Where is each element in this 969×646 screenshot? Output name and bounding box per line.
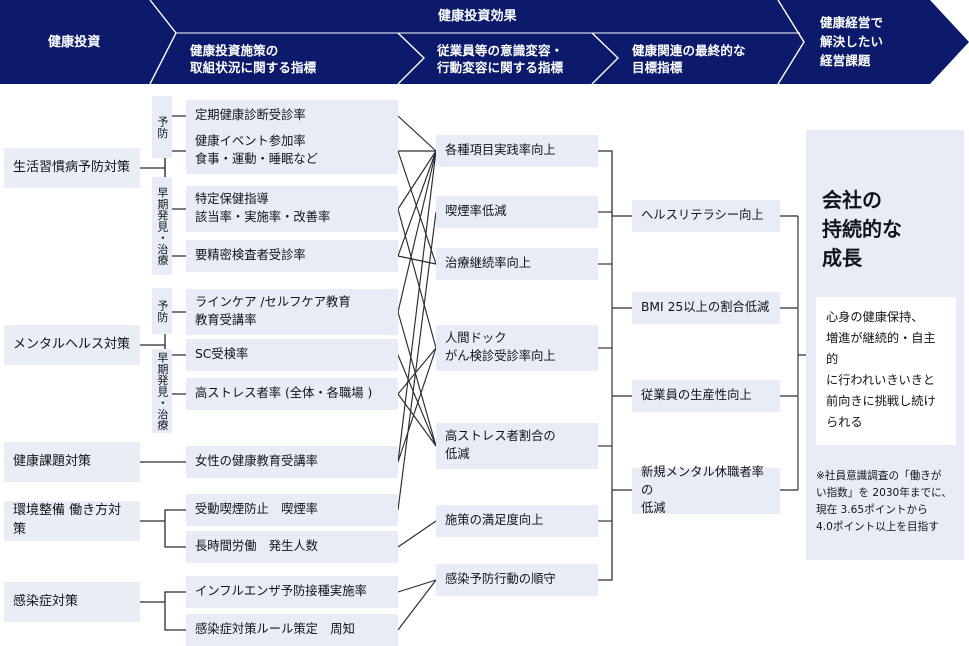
- measure-item[interactable]: 感染症対策ルール策定 周知: [186, 614, 398, 646]
- header-col3-line2: 行動変容に関する指標: [437, 59, 564, 75]
- behavior-item[interactable]: 感染予防行動の順守: [436, 564, 598, 596]
- header-col5-line3: 経営課題: [820, 52, 871, 68]
- goal-item[interactable]: ヘルスリテラシー向上: [632, 200, 780, 232]
- measure-item[interactable]: 受動喫煙防止 喫煙率: [186, 494, 398, 526]
- stage-tag-early-detection: 早期発見・治療: [152, 349, 172, 433]
- measure-item[interactable]: 定期健康診断受診率: [186, 100, 398, 132]
- behavior-item[interactable]: 施策の満足度向上: [436, 505, 598, 537]
- measure-item[interactable]: 特定保健指導 該当率・実施率・改善率: [186, 186, 398, 232]
- stage-tag-prevention: 予防: [152, 96, 172, 158]
- header-effect-band-label: 健康投資効果: [438, 9, 517, 24]
- behavior-item[interactable]: 高ストレス者割合の 低減: [436, 423, 598, 469]
- investment-item[interactable]: 健康課題対策: [4, 442, 140, 482]
- header-col5-line1: 健康経営で: [820, 15, 884, 30]
- outcome-title: 会社の 持続的な 成長: [822, 188, 902, 270]
- measure-item[interactable]: ラインケア /セルフケア教育 教育受講率: [186, 289, 398, 335]
- measure-item[interactable]: 女性の健康教育受講率: [186, 446, 398, 478]
- header-col2-line1: 健康投資施策の: [190, 43, 279, 58]
- header-col2-line2: 取組状況に関する指標: [190, 59, 317, 75]
- investment-item[interactable]: 生活習慣病予防対策: [4, 148, 140, 188]
- header-col4: 健康関連の最終的な 目標指標: [632, 43, 746, 77]
- outcome-note: ※社員意識調査の「働きが い指数」を 2030年までに、 現在 3.65ポイント…: [816, 470, 952, 534]
- header-col3-line1: 従業員等の意識変容・: [437, 43, 564, 58]
- investment-item[interactable]: 感染症対策: [4, 582, 140, 622]
- investment-item[interactable]: メンタルヘルス対策: [4, 325, 140, 365]
- header-col5: 健康経営で 解決したい 経営課題: [820, 14, 883, 70]
- header-col3: 従業員等の意識変容・ 行動変容に関する指標: [437, 43, 563, 77]
- measure-item[interactable]: SC受検率: [186, 339, 398, 371]
- header-col5-line2: 解決したい: [820, 33, 884, 49]
- goal-item[interactable]: 従業員の生産性向上: [632, 380, 780, 412]
- header-col4-line1: 健康関連の最終的な: [632, 43, 746, 58]
- goal-item[interactable]: 新規メンタル休職者率の 低減: [632, 465, 780, 515]
- behavior-item[interactable]: 各種項目実践率向上: [436, 135, 598, 167]
- goal-item[interactable]: BMI 25以上の割合低減: [632, 292, 780, 324]
- measure-item[interactable]: 健康イベント参加率 食事・運動・睡眠など: [186, 128, 398, 174]
- stage-tag-early-detection: 早期発見・治療: [152, 177, 172, 275]
- behavior-item[interactable]: 人間ドック がん検診受診率向上: [436, 325, 598, 371]
- investment-item[interactable]: 環境整備 働き方対策: [4, 501, 140, 541]
- header-band: [0, 0, 969, 84]
- outcome-statement: 心身の健康保持、 増進が継続的・自主的 に行われいきいきと 前向きに挑戦し続け …: [816, 297, 956, 445]
- measure-item[interactable]: 長時間労働 発生人数: [186, 531, 398, 563]
- measure-item[interactable]: 高ストレス者率 (全体・各職場 ): [186, 378, 398, 410]
- header-col1-label: 健康投資: [48, 35, 101, 50]
- behavior-item[interactable]: 喫煙率低減: [436, 196, 598, 228]
- stage-tag-prevention: 予防: [152, 288, 172, 334]
- measure-item[interactable]: 要精密検査者受診率: [186, 240, 398, 272]
- header-col2: 健康投資施策の 取組状況に関する指標: [190, 43, 316, 77]
- header-col4-line2: 目標指標: [632, 59, 683, 75]
- measure-item[interactable]: インフルエンザ予防接種実施率: [186, 576, 398, 608]
- behavior-item[interactable]: 治療継続率向上: [436, 248, 598, 280]
